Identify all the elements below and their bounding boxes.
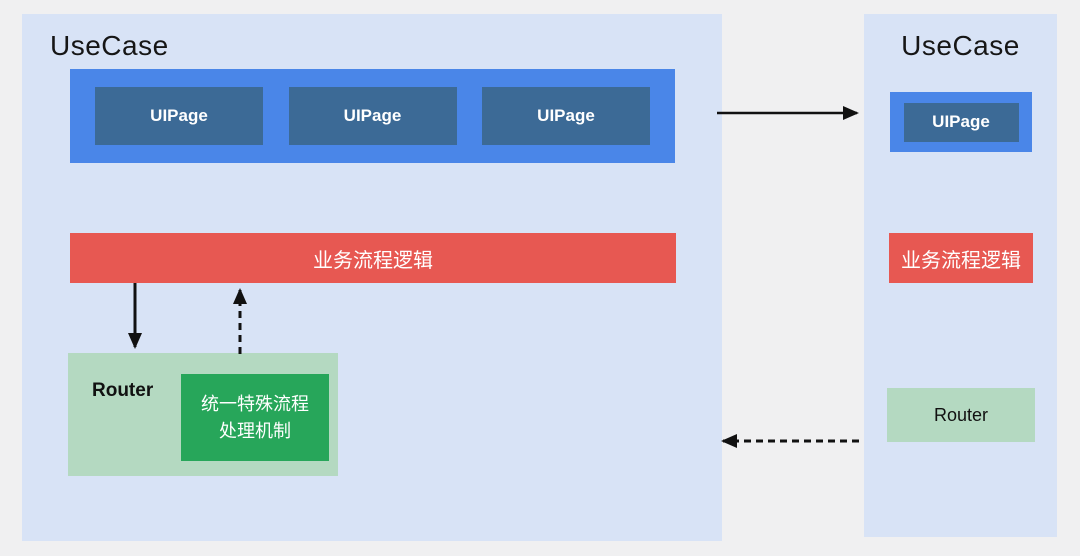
business-logic-label: 业务流程逻辑 — [313, 249, 433, 272]
right-uipage-container: UIPage — [890, 92, 1032, 152]
router-label: Router — [933, 404, 989, 425]
router-label: Router — [92, 380, 154, 401]
uipage-box-2: UIPage — [288, 87, 457, 145]
right-usecase-panel: UseCase UIPage 业务流程逻辑 Router — [864, 14, 1057, 537]
uipage-label: UIPage — [343, 106, 402, 125]
uipage-box-1: UIPage — [95, 87, 263, 145]
right-uipage-box: UIPage — [903, 102, 1019, 142]
left-usecase-title: UseCase — [50, 30, 169, 61]
special-flow-line-2: 处理机制 — [219, 420, 291, 441]
uipage-box-3: UIPage — [482, 87, 650, 145]
business-logic-label: 业务流程逻辑 — [901, 249, 1021, 272]
special-flow-box: 统一特殊流程 处理机制 — [181, 374, 329, 461]
uipage-label: UIPage — [932, 112, 990, 131]
uipage-label: UIPage — [150, 106, 208, 125]
left-usecase-panel: UseCase UIPage UIPage UIPage 业务流程逻辑 Rout… — [22, 14, 722, 541]
special-flow-line-1: 统一特殊流程 — [201, 393, 309, 414]
left-router-box: Router 统一特殊流程 处理机制 — [68, 353, 338, 476]
right-business-logic-bar: 业务流程逻辑 — [889, 233, 1033, 283]
left-uipage-container: UIPage UIPage UIPage — [70, 69, 675, 163]
left-business-logic-bar: 业务流程逻辑 — [70, 233, 676, 283]
uipage-label: UIPage — [537, 106, 595, 125]
right-usecase-title: UseCase — [901, 30, 1020, 61]
right-router-box: Router — [887, 388, 1035, 442]
